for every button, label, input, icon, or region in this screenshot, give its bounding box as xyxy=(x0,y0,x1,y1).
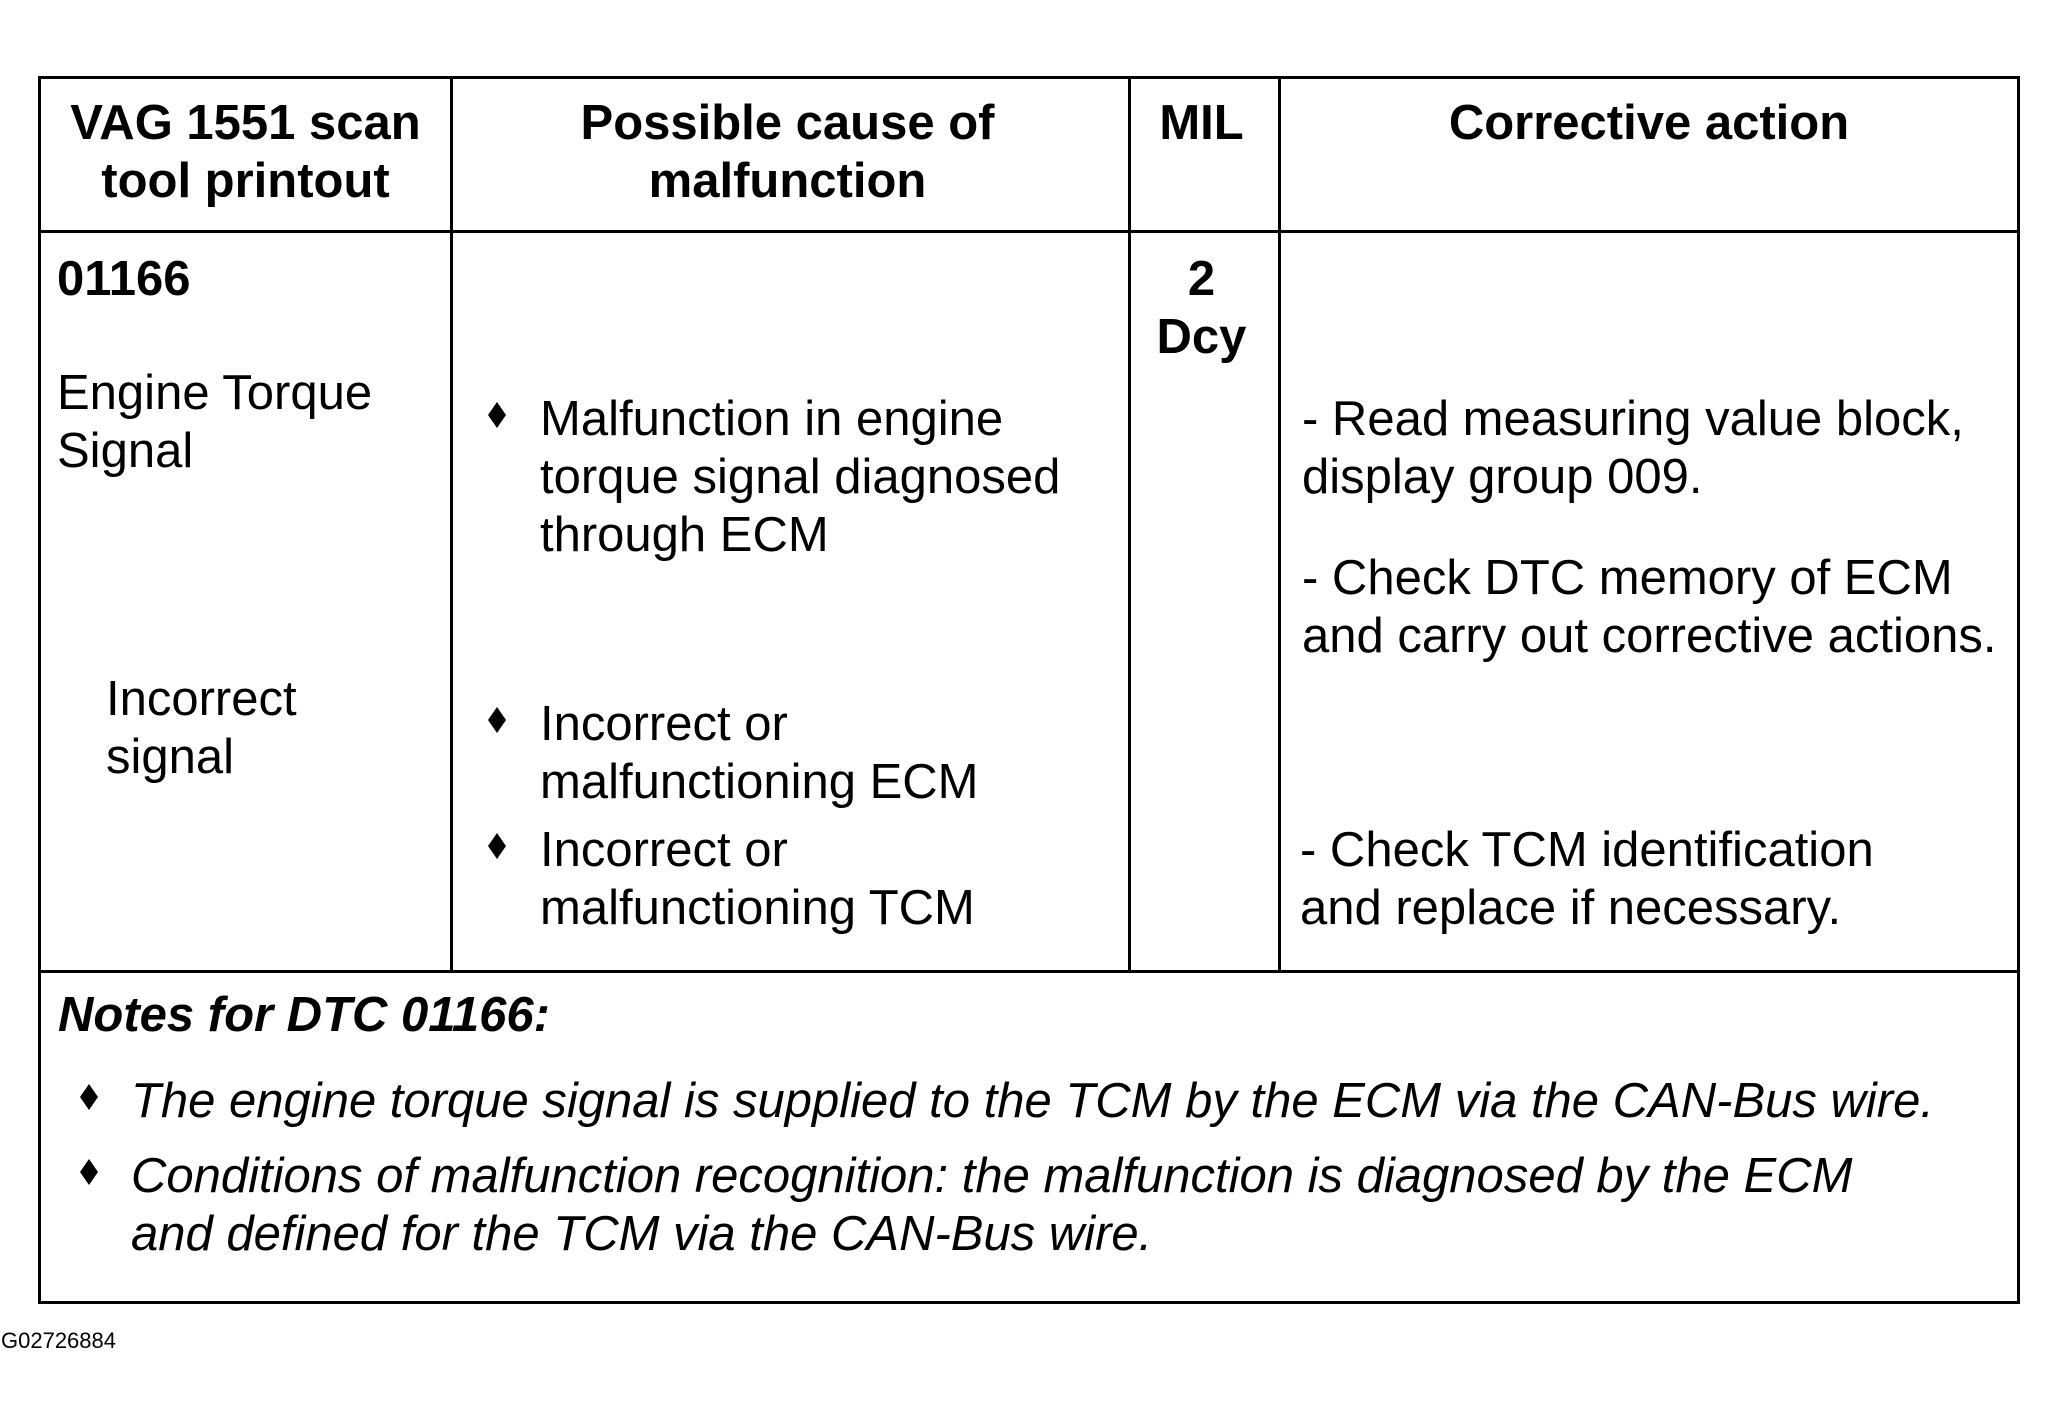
notes-divider xyxy=(41,970,2017,973)
column-divider xyxy=(1278,79,1281,973)
figure-code: G02726884 xyxy=(1,1328,116,1353)
cause-item: Incorrect or malfunctioning ECM xyxy=(540,697,979,809)
action-item: - Read measuring value block, display gr… xyxy=(1302,392,1964,504)
dtc-code: 01166 xyxy=(57,252,191,306)
cause-item: Malfunction in engine torque signal diag… xyxy=(540,392,1061,562)
note-item: The engine torque signal is supplied to … xyxy=(131,1074,1934,1128)
bullet-icon xyxy=(80,1159,98,1185)
bullet-icon xyxy=(488,833,506,859)
header-action: Corrective action xyxy=(1448,96,1850,150)
action-item: - Check DTC memory of ECM and carry out … xyxy=(1302,551,1997,663)
note-item: Conditions of malfunction recognition: t… xyxy=(131,1149,1853,1261)
notes-title: Notes for DTC 01166: xyxy=(58,988,550,1042)
bullet-icon xyxy=(488,402,506,428)
cause-item: Incorrect or malfunctioning TCM xyxy=(540,823,975,935)
action-item: - Check TCM identification and replace i… xyxy=(1300,823,1874,935)
bullet-icon xyxy=(80,1084,98,1110)
mil-value: 2 Dcy xyxy=(1156,252,1247,364)
column-divider xyxy=(1128,79,1131,973)
bullet-icon xyxy=(488,707,506,733)
column-divider xyxy=(450,79,453,973)
signal-name: Engine Torque Signal xyxy=(57,366,373,478)
header-cause: Possible cause of malfunction xyxy=(580,96,995,208)
header-printout: VAG 1551 scan tool printout xyxy=(70,96,421,208)
dtc-table xyxy=(38,76,2020,1304)
header-mil: MIL xyxy=(1159,96,1244,150)
header-divider xyxy=(41,230,2017,233)
sub-condition: Incorrect signal xyxy=(106,672,297,784)
